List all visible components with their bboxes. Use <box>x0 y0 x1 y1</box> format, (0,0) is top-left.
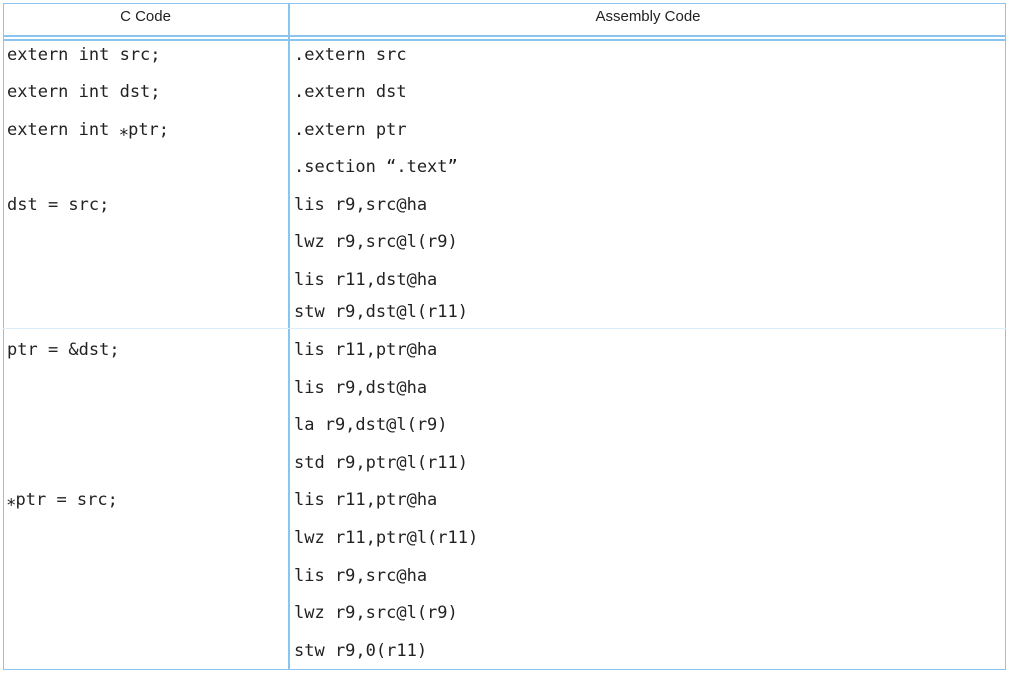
header-c-code: C Code <box>120 8 171 25</box>
c-code-line: ⁎ptr = src; <box>7 490 118 510</box>
column-divider <box>288 3 290 670</box>
assembly-code-line: la r9,dst@l(r9) <box>294 415 448 435</box>
assembly-code-line: .extern src <box>294 45 407 65</box>
c-code-line: extern int ⁎ptr; <box>7 120 170 140</box>
header-divider <box>3 35 1006 37</box>
c-code-line: ptr = &dst; <box>7 340 120 360</box>
assembly-code-line: lwz r9,src@l(r9) <box>294 603 458 623</box>
table-border <box>3 3 1006 670</box>
assembly-code-line: lis r11,ptr@ha <box>294 340 438 360</box>
assembly-code-line: lis r9,src@ha <box>294 566 428 586</box>
assembly-code-line: lwz r11,ptr@l(r11) <box>294 528 479 548</box>
assembly-code-line: lwz r9,src@l(r9) <box>294 232 458 252</box>
assembly-code-line: .extern ptr <box>294 120 407 140</box>
assembly-code-line: std r9,ptr@l(r11) <box>294 453 468 473</box>
c-code-line: dst = src; <box>7 195 110 215</box>
assembly-code-line: .section “.text” <box>294 157 458 177</box>
assembly-code-line: lis r11,ptr@ha <box>294 490 438 510</box>
header-divider <box>3 39 1006 41</box>
c-code-line: extern int src; <box>7 45 161 65</box>
assembly-code-line: lis r9,dst@ha <box>294 378 428 398</box>
c-code-line: extern int dst; <box>7 82 161 102</box>
assembly-code-line: stw r9,0(r11) <box>294 641 428 661</box>
assembly-code-line: lis r11,dst@ha <box>294 270 438 290</box>
assembly-code-line: .extern dst <box>294 82 407 102</box>
header-assembly-code: Assembly Code <box>595 8 701 25</box>
assembly-code-line: lis r9,src@ha <box>294 195 428 215</box>
row-divider <box>3 328 1006 329</box>
assembly-code-line: stw r9,dst@l(r11) <box>294 302 468 322</box>
